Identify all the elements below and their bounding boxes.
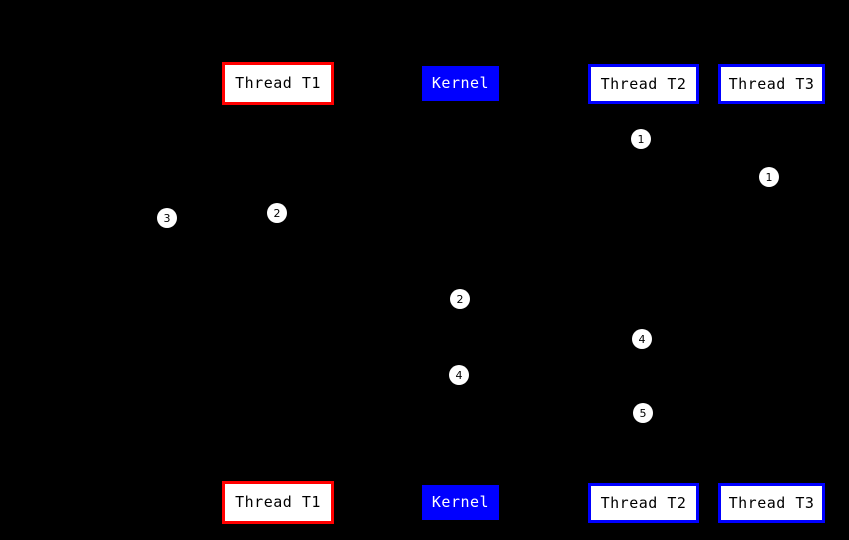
step-badge: 1 [759, 167, 779, 187]
step-badge: 5 [633, 403, 653, 423]
participant-footer-thread-t3-footer[interactable]: Thread T3 [718, 483, 825, 523]
step-badge: 4 [449, 365, 469, 385]
participant-label: Kernel [431, 74, 490, 92]
participant-label: Thread T1 [235, 493, 321, 511]
participant-thread-t3[interactable]: Thread T3 [718, 64, 825, 104]
message-arrow [278, 299, 460, 300]
participant-thread-t1[interactable]: Thread T1 [222, 62, 334, 105]
step-badge: 2 [267, 203, 287, 223]
message-arrow [460, 177, 771, 178]
step-badge: 1 [631, 129, 651, 149]
participant-label: Thread T2 [600, 74, 687, 93]
step-badge: 3 [157, 208, 177, 228]
lifeline-thread-t3 [771, 104, 772, 483]
lifeline-thread-t1 [278, 105, 279, 481]
participant-thread-t2[interactable]: Thread T2 [588, 64, 699, 104]
message-arrow [167, 218, 278, 219]
message-arrow [460, 413, 643, 414]
participant-kernel[interactable]: Kernel [422, 66, 499, 101]
step-badge: 4 [632, 329, 652, 349]
message-arrow [460, 339, 643, 340]
participant-footer-thread-t1-footer[interactable]: Thread T1 [222, 481, 334, 524]
participant-label: Thread T2 [600, 493, 687, 512]
participant-footer-thread-t2-footer[interactable]: Thread T2 [588, 483, 699, 523]
participant-label: Thread T1 [235, 74, 321, 92]
participant-label: Thread T3 [728, 493, 815, 512]
participant-label: Thread T3 [728, 74, 815, 93]
lifeline-thread-t2 [643, 104, 644, 483]
participant-label: Kernel [431, 493, 490, 511]
participant-footer-kernel-footer[interactable]: Kernel [422, 485, 499, 520]
message-arrow [278, 375, 460, 376]
message-arrow [460, 139, 643, 140]
step-badge: 2 [450, 289, 470, 309]
